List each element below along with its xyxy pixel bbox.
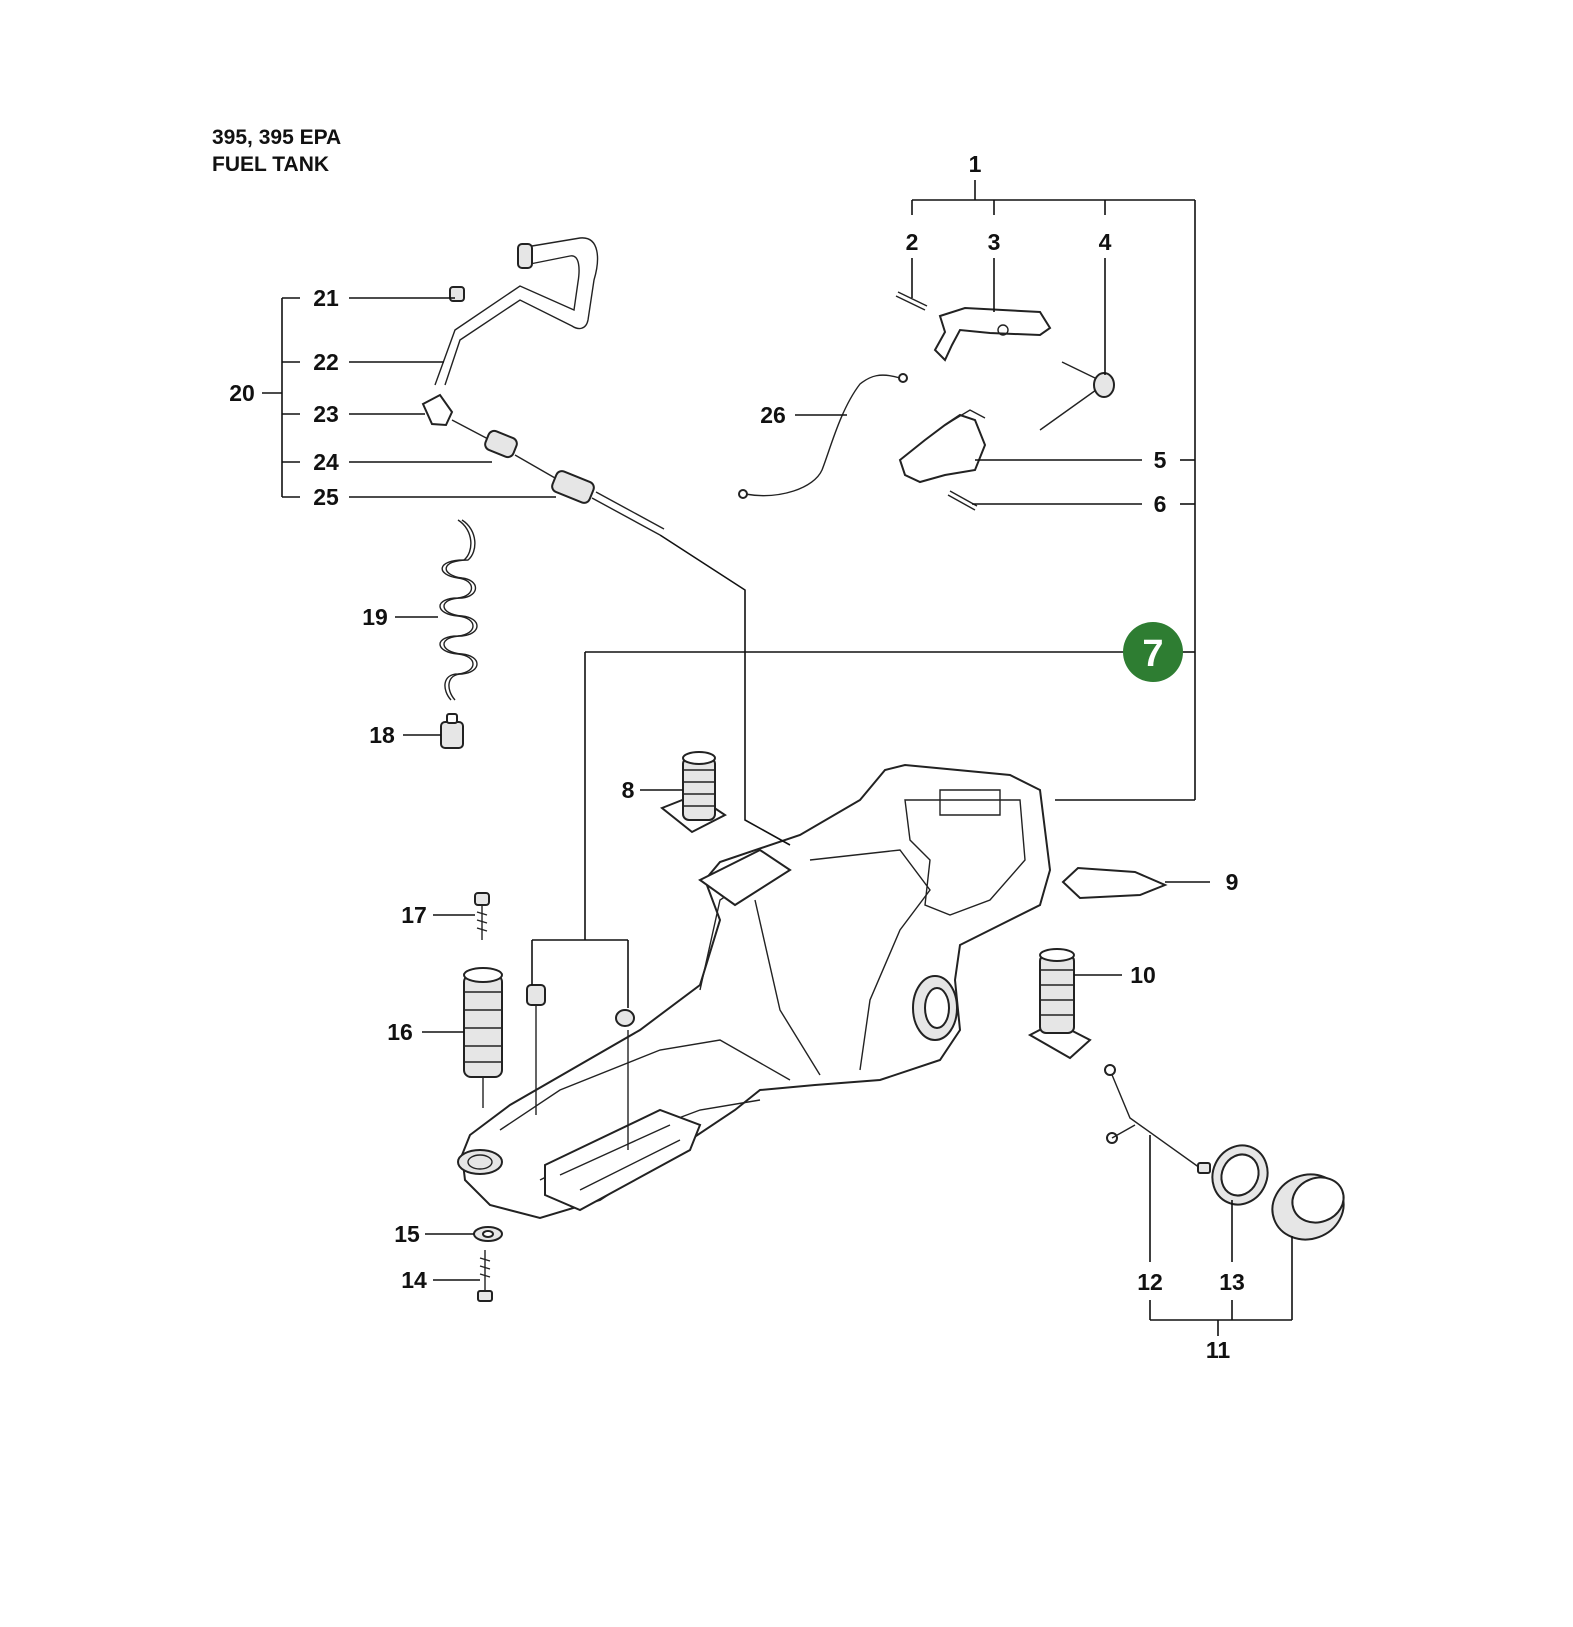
diagram-header: 395, 395 EPA FUEL TANK [212, 124, 341, 178]
callout-labels: 1 2 3 4 5 6 8 9 10 11 12 13 14 15 16 17 … [229, 151, 1245, 1363]
callout-14[interactable]: 14 [401, 1267, 427, 1293]
callout-19[interactable]: 19 [362, 604, 388, 630]
callout-25[interactable]: 25 [313, 484, 339, 510]
leader-lines [262, 180, 1293, 1336]
callout-2[interactable]: 2 [906, 229, 919, 255]
callout-20[interactable]: 20 [229, 380, 255, 406]
fuel-cap [1271, 1173, 1345, 1241]
grommet-left [526, 984, 546, 1115]
part-3-trigger [933, 306, 1052, 362]
callout-21[interactable]: 21 [313, 285, 339, 311]
grommet-right [615, 1009, 635, 1150]
callout-9[interactable]: 9 [1226, 869, 1239, 895]
part-4-spring [1039, 361, 1115, 431]
part-13-seal [1211, 1144, 1269, 1206]
part-9-plug [1061, 866, 1168, 900]
part-18-fuel-filter [440, 713, 464, 749]
highlight-badge-7[interactable]: 7 [1123, 622, 1183, 682]
part-10-av-spring [1027, 948, 1092, 1060]
callout-15[interactable]: 15 [394, 1221, 420, 1247]
part-17-screw [474, 892, 490, 940]
callout-26[interactable]: 26 [760, 402, 786, 428]
part-14-bolt [477, 1250, 493, 1302]
fuel-tank-body [457, 763, 1052, 1220]
part-12-fuel-pickup [1104, 1064, 1211, 1174]
part-16-av-spring [463, 967, 503, 1108]
part-2-pin [895, 291, 928, 311]
part-6-pin [947, 490, 978, 511]
callout-4[interactable]: 4 [1099, 229, 1112, 255]
model-title: 395, 395 EPA [212, 126, 342, 149]
part-5-throttle-lockout [898, 409, 987, 484]
callout-16[interactable]: 16 [387, 1019, 413, 1045]
callout-6[interactable]: 6 [1154, 491, 1167, 517]
badge-label: 7 [1142, 633, 1163, 675]
callout-13[interactable]: 13 [1219, 1269, 1245, 1295]
callout-22[interactable]: 22 [313, 349, 339, 375]
callout-8[interactable]: 8 [622, 777, 635, 803]
part-8-av-spring [660, 751, 727, 834]
part-19-fuel-hose [439, 519, 478, 701]
part-26-wire [738, 373, 908, 499]
callout-23[interactable]: 23 [313, 401, 339, 427]
part-15-washer [473, 1226, 503, 1242]
callout-12[interactable]: 12 [1137, 1269, 1163, 1295]
callout-24[interactable]: 24 [313, 449, 339, 475]
callout-18[interactable]: 18 [369, 722, 395, 748]
callout-10[interactable]: 10 [1130, 962, 1156, 988]
callout-11[interactable]: 11 [1206, 1337, 1231, 1363]
callout-1[interactable]: 1 [969, 151, 982, 177]
badge-circle [1123, 622, 1183, 682]
callout-17[interactable]: 17 [401, 902, 427, 928]
callout-3[interactable]: 3 [988, 229, 1001, 255]
section-title: FUEL TANK [212, 153, 330, 176]
parts-21-25-tube-assembly [421, 237, 665, 536]
callout-5[interactable]: 5 [1154, 447, 1167, 473]
